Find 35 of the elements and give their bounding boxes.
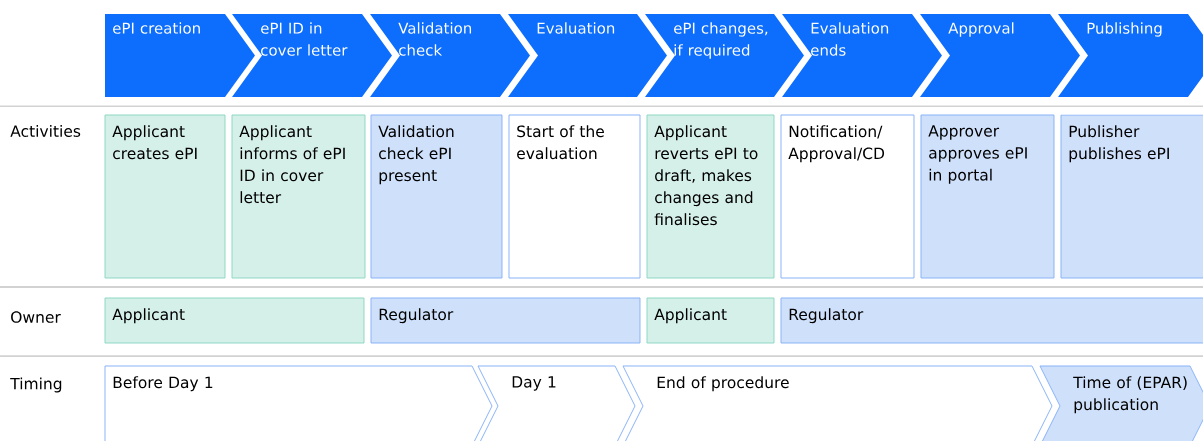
owner-box: Applicant bbox=[646, 297, 775, 344]
timing-band: Before Day 1 bbox=[104, 365, 493, 441]
activity-box: Start of the evaluation bbox=[508, 114, 641, 279]
step-banner: ePI ID in cover letter bbox=[232, 14, 392, 97]
activity-box: Applicant reverts ePI to draft, makes changes and finalises bbox=[646, 114, 775, 279]
row-label: Owner bbox=[11, 311, 61, 323]
activity-box: Applicant informs of ePI ID in cover letter bbox=[231, 114, 366, 279]
node-label: ePI ID in cover letter bbox=[261, 22, 348, 56]
owner-box: Regulator bbox=[780, 297, 1203, 344]
node-label: Evaluation ends bbox=[811, 22, 889, 56]
node-label: ePI changes, if required bbox=[674, 22, 768, 59]
step-banner: Evaluation ends bbox=[782, 14, 942, 97]
activity-box: Applicant creates ePI bbox=[104, 114, 226, 279]
owner-box: Regulator bbox=[370, 297, 641, 344]
timing-band: End of procedure bbox=[622, 365, 1053, 441]
activity-box: Validation check ePI present bbox=[370, 114, 503, 279]
node-label: Publishing bbox=[1087, 22, 1162, 37]
row-label: Timing bbox=[10, 377, 62, 393]
node-label: Validation check bbox=[398, 22, 472, 56]
node-label: ePI creation bbox=[113, 22, 200, 34]
node-label: Approval bbox=[948, 22, 1014, 37]
node-label: Evaluation bbox=[537, 22, 615, 34]
timing-band: Day 1 bbox=[477, 365, 636, 441]
step-banner: Publishing bbox=[1058, 14, 1203, 97]
activity-box: Approver approves ePI in portal bbox=[920, 114, 1055, 279]
step-banner: Approval bbox=[920, 14, 1080, 97]
activity-box: Publisher publishes ePI bbox=[1060, 114, 1203, 279]
owner-box: Applicant bbox=[104, 297, 365, 344]
activity-box: Notification/ Approval/CD bbox=[780, 114, 915, 279]
step-banner: ePI creation bbox=[105, 14, 255, 97]
timing-band: Time of (EPAR) publication bbox=[1039, 365, 1203, 441]
step-banner: Evaluation bbox=[508, 14, 667, 97]
step-banner: Validation check bbox=[370, 14, 530, 97]
row-label: Activities bbox=[10, 125, 81, 137]
step-banner: ePI changes, if required bbox=[645, 14, 804, 97]
